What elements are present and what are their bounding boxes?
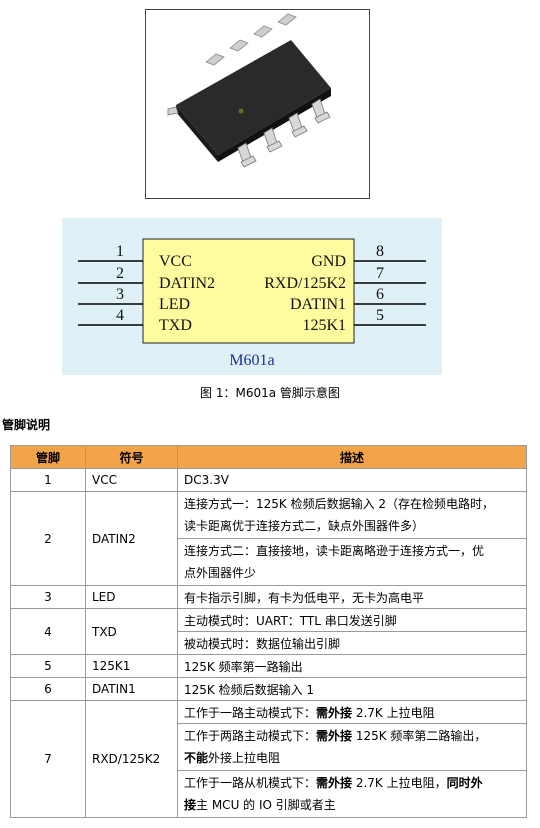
table-row: 工作于一路从机模式下：需外接 2.7K 上拉电阻，同时外 接主 MCU 的 IO…: [11, 770, 527, 818]
pin-cell: 1: [10, 468, 86, 492]
table-row: 3 LED 有卡指示引脚，有卡为低电平，无卡为高电平: [10, 585, 527, 609]
description-cell: 125K 频率第一路输出: [177, 654, 527, 678]
pin-label-125k1: 125K1: [302, 317, 346, 334]
description-cell: 主动模式时：UART：TTL 串口发送引脚: [177, 608, 527, 632]
chip-name: M601a: [229, 352, 274, 369]
pin-cell: 2: [10, 491, 86, 586]
pin-cell: 6: [10, 677, 86, 701]
symbol-cell: LED: [85, 585, 178, 609]
text-segment: 工作于一路从机模式下：: [184, 776, 317, 790]
text-segment: 工作于两路主动模式下：: [184, 729, 317, 743]
header-symbol: 符号: [85, 445, 178, 469]
description-cell: 工作于一路主动模式下：需外接 2.7K 上拉电阻: [177, 700, 527, 724]
description-line: 连接方式一：125K 检频后数据输入 2（存在检频电路时，: [184, 497, 495, 511]
table-row: 工作于两路主动模式下：需外接 125K 频率第二路输出， 不能外接上拉电阻: [11, 723, 527, 771]
soic8-chip-image: [167, 13, 331, 168]
description-cell: 连接方式二：直接接地，读卡距离略逊于连接方式一，优 点外围器件少: [177, 538, 527, 586]
description-line: 工作于两路主动模式下：需外接 125K 频率第二路输出，: [184, 725, 520, 747]
text-segment: 外接上拉电阻: [208, 751, 281, 765]
description-line: 连接方式二：直接接地，读卡距离略逊于连接方式一，优: [184, 544, 485, 558]
pinout-diagram: 1 2 3 4 8 7 6 5 VCC DATIN2 LED TXD GND R…: [62, 218, 442, 375]
description-cell: 工作于两路主动模式下：需外接 125K 频率第二路输出， 不能外接上拉电阻: [177, 723, 527, 771]
description-line: 工作于一路从机模式下：需外接 2.7K 上拉电阻，同时外: [184, 772, 520, 794]
description-cell: 被动模式时：数据位输出引脚: [177, 631, 527, 655]
pin-number-right-6: 6: [376, 286, 384, 303]
pin-label-txd: TXD: [159, 317, 192, 334]
pin-number-left-1: 1: [116, 243, 124, 260]
text-segment: 2.7K 上拉电阻: [352, 705, 435, 720]
description-line: 不能外接上拉电阻: [184, 747, 520, 769]
chip-body: [142, 238, 355, 344]
pin-label-datin2: DATIN2: [159, 275, 215, 292]
text-segment: 工作于一路主动模式下：: [184, 705, 317, 720]
symbol-cell: DATIN2: [85, 491, 178, 586]
header-description: 描述: [177, 445, 527, 469]
description-line: 读卡距离优于连接方式二，缺点外围器件多）: [184, 519, 425, 533]
figure-caption: 图 1：M601a 管脚示意图: [200, 386, 340, 400]
pin-cell: 7: [10, 700, 86, 818]
pin-number-right-7: 7: [376, 265, 384, 282]
pin-label-datin1: DATIN1: [290, 296, 346, 313]
symbol-cell: DATIN1: [85, 677, 178, 701]
bold-segment: 接: [184, 798, 197, 812]
table-row: 2 DATIN2 连接方式一：125K 检频后数据输入 2（存在检频电路时， 读…: [10, 491, 527, 586]
pin-cell: 4: [10, 608, 86, 655]
pin-number-left-4: 4: [116, 307, 124, 324]
pin-label-vcc: VCC: [159, 253, 192, 270]
pin-number-left-2: 2: [116, 265, 124, 282]
pin-cell: 3: [10, 585, 86, 609]
bold-segment: 不能: [184, 751, 209, 765]
table-row: 5 125K1 125K 频率第一路输出: [10, 654, 527, 678]
description-line: 点外围器件少: [184, 566, 257, 580]
pin-description-table: 管脚 符号 描述 1 VCC DC3.3V 2 DATIN2 连接方式一：125…: [10, 445, 527, 818]
symbol-cell: TXD: [85, 608, 178, 655]
table-header-row: 管脚 符号 描述: [10, 445, 527, 469]
symbol-cell: 125K1: [85, 654, 178, 678]
table-row: 连接方式二：直接接地，读卡距离略逊于连接方式一，优 点外围器件少: [11, 538, 527, 586]
pin-label-gnd: GND: [311, 253, 346, 270]
description-cell: DC3.3V: [177, 468, 527, 492]
table-row: 1 VCC DC3.3V: [10, 468, 527, 492]
header-pin: 管脚: [10, 445, 86, 469]
description-cell: 连接方式一：125K 检频后数据输入 2（存在检频电路时， 读卡距离优于连接方式…: [177, 491, 527, 539]
text-segment: 主 MCU 的 IO 引脚或者主: [196, 798, 336, 812]
symbol-cell: RXD/125K2: [85, 700, 178, 818]
pin-number-right-8: 8: [376, 243, 384, 260]
bold-segment: 同时外: [446, 776, 483, 790]
pin-label-rxd-125k2: RXD/125K2: [264, 275, 346, 292]
description-cell: 有卡指示引脚，有卡为低电平，无卡为高电平: [177, 585, 527, 609]
table-row: 6 DATIN1 125K 检频后数据输入 1: [10, 677, 527, 701]
section-title: 管脚说明: [2, 418, 51, 432]
table-row: 7 RXD/125K2 工作于一路主动模式下：需外接 2.7K 上拉电阻: [10, 700, 527, 818]
chip-photo: [145, 9, 370, 199]
pin-label-led: LED: [159, 296, 190, 313]
table-row: 4 TXD 主动模式时：UART：TTL 串口发送引脚: [10, 608, 527, 655]
description-line: 接主 MCU 的 IO 引脚或者主: [184, 794, 520, 816]
bold-segment: 需外接: [316, 705, 353, 720]
pin-cell: 5: [10, 654, 86, 678]
text-segment: 2.7K 上拉电阻，: [352, 776, 447, 790]
description-cell: 125K 检频后数据输入 1: [177, 677, 527, 701]
bold-segment: 需外接: [316, 729, 353, 743]
symbol-cell: VCC: [85, 468, 178, 492]
text-segment: 125K 频率第二路输出，: [352, 729, 487, 743]
pin-number-left-3: 3: [116, 286, 124, 303]
table-row: 被动模式时：数据位输出引脚: [11, 631, 527, 655]
description-cell: 工作于一路从机模式下：需外接 2.7K 上拉电阻，同时外 接主 MCU 的 IO…: [177, 770, 527, 818]
bold-segment: 需外接: [316, 776, 353, 790]
pin-number-right-5: 5: [376, 307, 384, 324]
pinout-svg: 1 2 3 4 8 7 6 5 VCC DATIN2 LED TXD GND R…: [78, 238, 426, 369]
